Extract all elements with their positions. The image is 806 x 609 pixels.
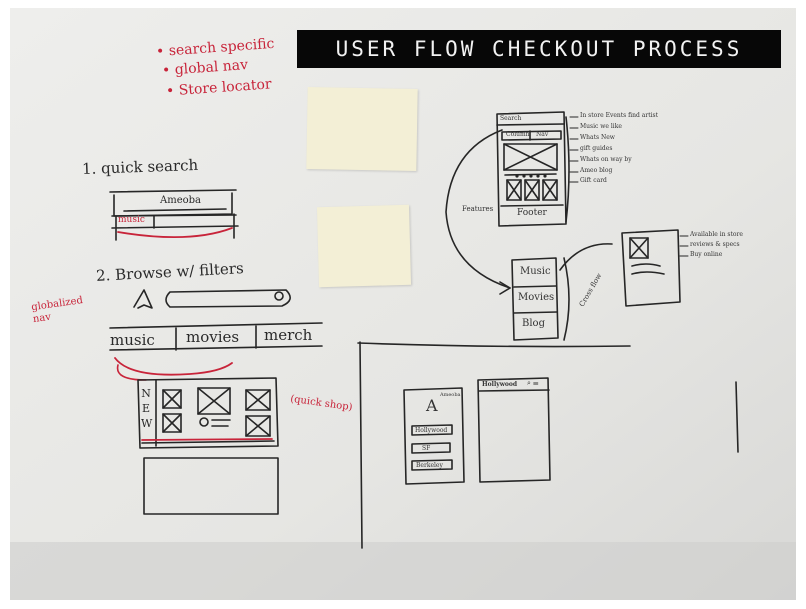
phone-tab-column: Column — [506, 131, 530, 138]
browse-product-grid-sketch — [137, 377, 279, 449]
quick-shop-line — [141, 438, 273, 441]
phone-note: Whats on way by — [580, 156, 632, 163]
board-ledge-shadow — [10, 542, 796, 600]
phone-note: Gift card — [580, 177, 607, 184]
new-label: NEW — [141, 387, 153, 430]
store-locator-phone-sketch — [403, 387, 465, 485]
card-note-leaders — [679, 235, 689, 257]
store-logo-label: Ameoba — [440, 392, 461, 398]
phone-footer-label: Footer — [517, 208, 547, 218]
nav-tab-merch: merch — [264, 326, 313, 344]
quick-search-header-sketch — [109, 189, 239, 241]
location-hollywood: Hollywood — [415, 427, 448, 434]
phone-tab-nav: Nav — [536, 131, 549, 138]
sticky-note-2 — [316, 204, 412, 288]
phone-note: Ameo blog — [580, 167, 613, 174]
results-search-icon: ⌕ ☰ — [527, 379, 539, 387]
card-note: Buy online — [690, 251, 723, 258]
results-header: Hollywood — [482, 381, 518, 388]
quick-search-logo: Ameoba — [160, 195, 202, 206]
phone-note: Whats New — [580, 134, 615, 141]
menu-to-card-line — [559, 243, 613, 271]
location-sf: SF — [422, 445, 431, 452]
store-results-phone-sketch — [477, 377, 551, 483]
card-note: reviews & specs — [690, 241, 740, 248]
quick-search-tab-label: music — [118, 215, 145, 225]
right-edge-stroke — [735, 381, 739, 453]
flow-arrow-head — [499, 281, 511, 295]
browse-search-bar-sketch — [133, 289, 291, 309]
card-note: Available in store — [690, 231, 743, 238]
flow-arrow — [445, 129, 511, 289]
nav-tab-movies: movies — [186, 328, 240, 346]
phone-note: Music we like — [580, 123, 622, 130]
sticky-note-1 — [306, 87, 418, 171]
nav-tab-music: music — [110, 331, 155, 349]
phone-top-label: Search — [500, 115, 522, 122]
phone-note-leaders — [569, 116, 579, 183]
title-text: USER FLOW CHECKOUT PROCESS — [335, 37, 743, 61]
menu-item-blog: Blog — [522, 318, 545, 329]
horizontal-divider — [357, 342, 631, 348]
footer-box-sketch — [143, 457, 279, 515]
phone-carousel-dots — [515, 174, 547, 178]
menu-item-movies: Movies — [518, 292, 555, 303]
title-banner: USER FLOW CHECKOUT PROCESS — [297, 30, 781, 68]
browse-nav-tabs-sketch — [109, 322, 323, 351]
quick-search-underline — [117, 227, 233, 239]
location-berkeley: Berkeley — [416, 462, 443, 469]
store-logo-letter: A — [426, 396, 438, 415]
features-label: Features — [462, 205, 494, 213]
menu-item-music: Music — [520, 266, 551, 277]
phone-note: In store Events find artist — [580, 112, 659, 119]
vertical-divider — [359, 341, 363, 549]
menu-box-sketch — [511, 257, 570, 341]
phone-note: gift guides — [580, 145, 613, 152]
browse-nav-underline — [114, 357, 233, 376]
product-card-sketch — [621, 229, 681, 307]
